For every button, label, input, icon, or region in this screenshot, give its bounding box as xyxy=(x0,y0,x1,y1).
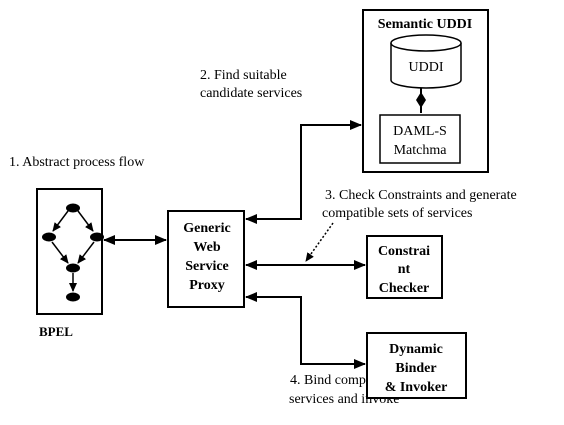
generic-web-service-proxy-box: Generic Web Service Proxy xyxy=(167,210,245,308)
step2-label-line2: candidate services xyxy=(200,86,302,101)
proxy-label-line3: Service xyxy=(185,259,229,274)
bpel-label: BPEL xyxy=(39,324,73,339)
proxy-binder-arrow xyxy=(245,292,366,369)
connector-diamond-icon xyxy=(416,92,426,108)
semantic-uddi-title: Semantic UDDI xyxy=(378,17,473,32)
dynamic-binder-invoker-box: Dynamic Binder & Invoker xyxy=(366,332,467,399)
daml-s-label-line2: Matchma xyxy=(394,143,448,158)
flow-node-end xyxy=(66,292,80,302)
proxy-label-line2: Web xyxy=(193,240,220,255)
uddi-database-icon xyxy=(390,34,462,89)
daml-s-matcher-box xyxy=(379,114,461,164)
constraint-label-line3: Checker xyxy=(379,281,430,296)
flow-node-left xyxy=(42,232,56,242)
proxy-label-line1: Generic xyxy=(183,221,230,236)
proxy-uddi-arrow xyxy=(245,120,362,224)
binder-label-line1: Dynamic xyxy=(389,342,443,357)
flow-node-start xyxy=(66,203,80,213)
constraint-label-line1: Constrai xyxy=(378,244,430,259)
binder-label-line2: Binder xyxy=(395,361,436,376)
semantic-uddi-box: Semantic UDDI UDDI DAML-S Matchma xyxy=(362,9,489,173)
step2-label-line1: 2. Find suitable xyxy=(200,68,287,83)
proxy-label-line4: Proxy xyxy=(189,278,225,293)
binder-label-line3: & Invoker xyxy=(385,380,448,395)
flow-node-merge xyxy=(66,263,80,273)
daml-s-label-line1: DAML-S xyxy=(393,124,447,139)
constraint-checker-box: Constrai nt Checker xyxy=(366,235,443,299)
bpel-process-box xyxy=(36,188,104,315)
step3-label-line1: 3. Check Constraints and generate xyxy=(325,188,517,203)
constraint-label-line2: nt xyxy=(398,262,411,277)
step3-pointer-arrow xyxy=(305,222,334,262)
step1-label: 1. Abstract process flow xyxy=(9,155,145,170)
step3-label-line2: compatible sets of services xyxy=(322,206,472,221)
uddi-label: UDDI xyxy=(409,60,444,75)
flow-node-right xyxy=(90,232,104,242)
